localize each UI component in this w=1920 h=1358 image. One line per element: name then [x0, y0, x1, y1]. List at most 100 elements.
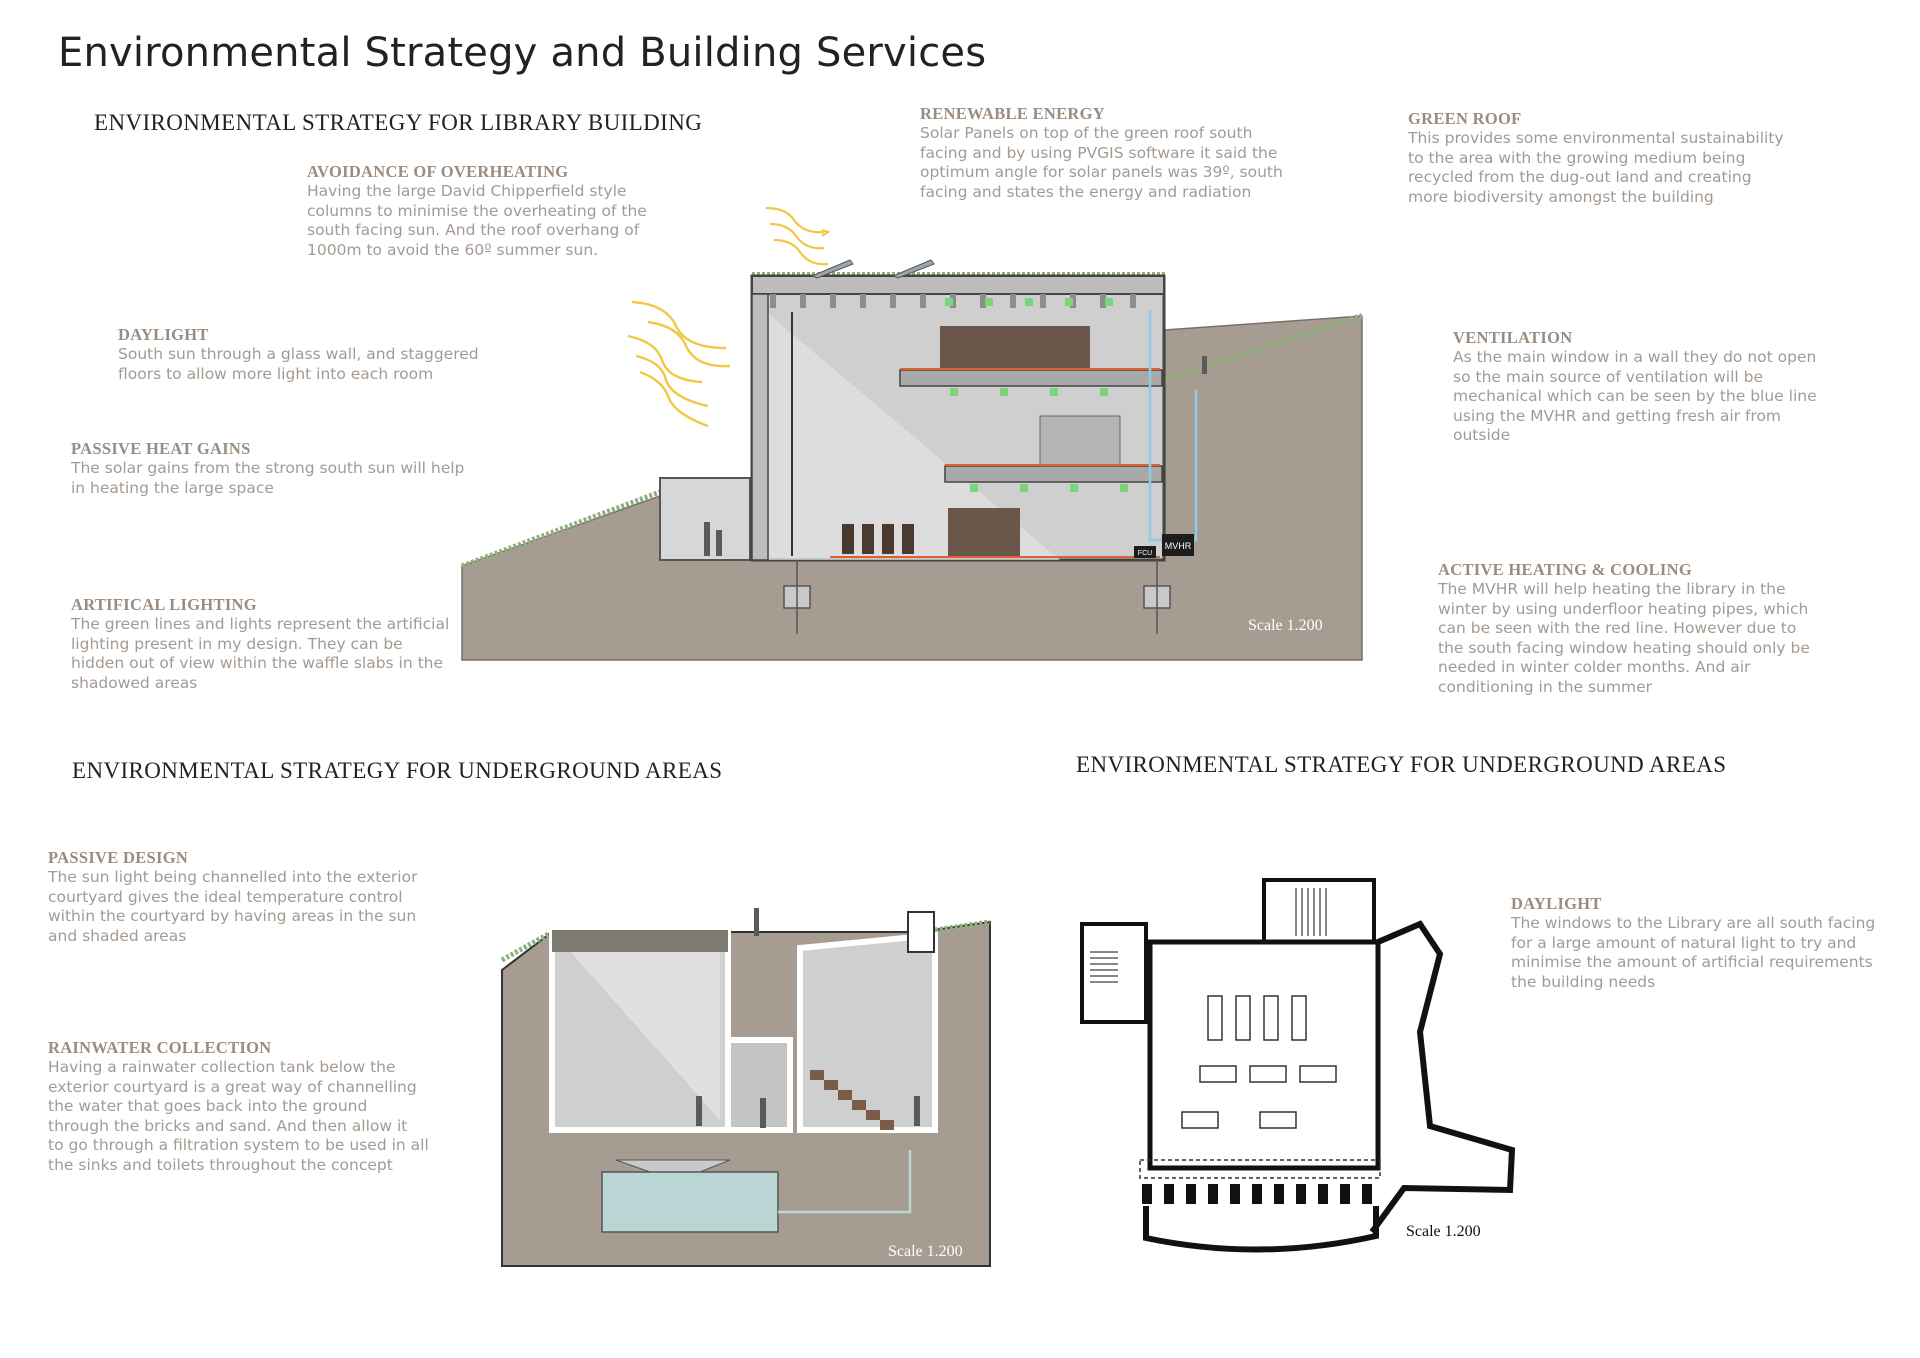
plan-north-stair	[1262, 878, 1376, 944]
note-rainwater-line: through the bricks and sand. And then al…	[48, 1116, 408, 1135]
note-ventilation-line: outside	[1453, 426, 1511, 445]
note-green-roof-line: more biodiversity amongst the building	[1408, 187, 1714, 206]
note-rainwater-line: Having a rainwater collection tank below…	[48, 1058, 396, 1076]
plan-north-stair-treads	[1295, 888, 1327, 936]
grass-left	[461, 489, 661, 569]
note-overheating-line: south facing sun. And the roof overhang …	[307, 221, 640, 240]
note-daylight-plan-line: The windows to the Library are all south…	[1511, 914, 1876, 932]
sun-arrows-facade	[627, 300, 731, 428]
note-ventilation-line: As the main window in a wall they do not…	[1453, 348, 1817, 366]
note-ventilation: VENTILATION As the main window in a wall…	[1453, 328, 1873, 446]
note-overheating-line: Having the large David Chipperfield styl…	[307, 182, 627, 200]
note-artificial-lighting: ARTIFICAL LIGHTING The green lines and l…	[71, 595, 491, 693]
note-daylight-plan-heading: DAYLIGHT	[1511, 894, 1602, 913]
note-green-roof-line: This provides some environmental sustain…	[1408, 129, 1784, 147]
note-active-line: winter by using underfloor heating pipes…	[1438, 599, 1809, 618]
underground-tower	[907, 911, 935, 953]
plan-scale-label: Scale 1.200	[1406, 1223, 1481, 1240]
section-title-library: ENVIRONMENTAL STRATEGY FOR LIBRARY BUILD…	[94, 110, 703, 135]
plan-tables	[1181, 1065, 1337, 1129]
note-overheating: AVOIDANCE OF OVERHEATING Having the larg…	[307, 162, 727, 260]
plan-library-room	[1147, 939, 1381, 1171]
plan-bookshelves	[1207, 995, 1307, 1041]
note-rainwater-line: exterior courtyard is a great way of cha…	[48, 1077, 417, 1096]
note-passive-design-line: within the courtyard by having areas in …	[48, 907, 417, 926]
note-passive-design-line: and shaded areas	[48, 926, 187, 945]
note-rainwater-line: to go through a filtration system to be …	[48, 1136, 429, 1155]
note-active-line: The MVHR will help heating the library i…	[1438, 580, 1786, 598]
plan-east-wall	[1369, 920, 1516, 1234]
note-daylight-plan: DAYLIGHT The windows to the Library are …	[1511, 894, 1920, 992]
note-active-line: needed in winter colder months. And air	[1438, 658, 1751, 677]
library-roof-slab	[751, 275, 1165, 295]
lighting-lines	[945, 298, 1128, 492]
note-rainwater-line: the sinks and toilets throughout the con…	[48, 1155, 393, 1174]
underground-scale-label: Scale 1.200	[888, 1243, 963, 1260]
fcu-unit	[1134, 546, 1156, 558]
sun-arrows-roof	[765, 206, 831, 266]
plan-curved-wall	[1143, 1206, 1379, 1253]
note-daylight-library-line: floors to allow more light into each roo…	[118, 364, 434, 383]
note-artificial-line: lighting present in my design. They can …	[71, 634, 403, 653]
note-ventilation-line: so the main source of ventilation will b…	[1453, 367, 1764, 386]
note-active-heating: ACTIVE HEATING & COOLING The MVHR will h…	[1438, 560, 1858, 698]
note-green-roof-heading: GREEN ROOF	[1408, 109, 1522, 128]
note-ventilation-line: mechanical which can be seen by the blue…	[1453, 387, 1817, 406]
plan-west-stair-treads	[1090, 951, 1118, 983]
note-passive-design-heading: PASSIVE DESIGN	[48, 848, 189, 867]
note-passive-design-line: courtyard gives the ideal temperature co…	[48, 887, 403, 906]
courtyard-brick-top	[552, 930, 728, 952]
note-daylight-plan-line: the building needs	[1511, 972, 1656, 991]
foundations	[783, 560, 1171, 634]
note-artificial-line: The green lines and lights represent the…	[71, 615, 450, 633]
note-artificial-line: hidden out of view within the waffle sla…	[71, 654, 444, 673]
note-renewable-line: facing and states the energy and radiati…	[920, 182, 1252, 201]
note-passive-heat: PASSIVE HEAT GAINS The solar gains from …	[71, 439, 491, 498]
note-ventilation-line: using the MVHR and getting fresh air fro…	[1453, 406, 1782, 425]
note-rainwater: RAINWATER COLLECTION Having a rainwater …	[48, 1038, 468, 1176]
note-renewable-line: optimum angle for solar panels was 39º, …	[920, 163, 1283, 182]
note-green-roof-line: to the area with the growing medium bein…	[1408, 148, 1746, 167]
facade-column	[751, 293, 769, 561]
mvhr-label: MVHR	[1165, 541, 1192, 551]
library-scale-label: Scale 1.200	[1248, 617, 1323, 634]
note-active-line: conditioning in the summer	[1438, 677, 1652, 696]
heating-lines	[830, 368, 1160, 558]
rainwater-tank	[601, 1171, 779, 1233]
water-pipe-line	[778, 1150, 912, 1214]
ground-floor-chairs	[842, 524, 914, 554]
note-passive-heat-line: The solar gains from the strong south su…	[71, 459, 465, 477]
note-overheating-line: columns to minimise the overheating of t…	[307, 201, 647, 220]
note-artificial-heading: ARTIFICAL LIGHTING	[71, 595, 257, 614]
note-rainwater-line: the water that goes back into the ground	[48, 1097, 368, 1116]
people-silhouettes	[704, 356, 1207, 556]
note-active-line: the south facing window heating should o…	[1438, 638, 1810, 657]
note-ventilation-heading: VENTILATION	[1453, 328, 1573, 347]
note-renewable-heading: RENEWABLE ENERGY	[920, 104, 1105, 123]
plan-columns	[1142, 1184, 1372, 1204]
ground-floor-bookshelves	[948, 508, 1020, 556]
note-daylight-library-line: South sun through a glass wall, and stag…	[118, 345, 479, 363]
middle-room	[1039, 415, 1121, 467]
library-light-beam	[752, 300, 1060, 560]
note-daylight-plan-line: minimise the amount of artificial requir…	[1511, 953, 1873, 972]
note-passive-design: PASSIVE DESIGN The sun light being chann…	[48, 848, 468, 946]
note-rainwater-heading: RAINWATER COLLECTION	[48, 1038, 272, 1057]
fcu-label: FCU	[1138, 550, 1152, 557]
mvhr-unit	[1162, 534, 1194, 556]
page-title: Environmental Strategy and Building Serv…	[58, 30, 987, 76]
plan-south-glazing	[1139, 1159, 1381, 1179]
note-passive-design-line: The sun light being channelled into the …	[48, 868, 418, 886]
note-overheating-line: 1000m to avoid the 60º summer sun.	[307, 240, 599, 259]
note-artificial-line: shadowed areas	[71, 673, 198, 692]
grass-right	[1164, 313, 1363, 383]
section-title-underground-right: ENVIRONMENTAL STRATEGY FOR UNDERGROUND A…	[1076, 752, 1727, 777]
note-active-line: can be seen with the red line. However d…	[1438, 619, 1797, 638]
courtyard-light-beam	[560, 940, 720, 1120]
upper-bookshelves	[940, 326, 1090, 370]
note-passive-heat-line: in heating the large space	[71, 478, 274, 497]
note-green-roof-line: recycled from the dug-out land and creat…	[1408, 168, 1752, 187]
